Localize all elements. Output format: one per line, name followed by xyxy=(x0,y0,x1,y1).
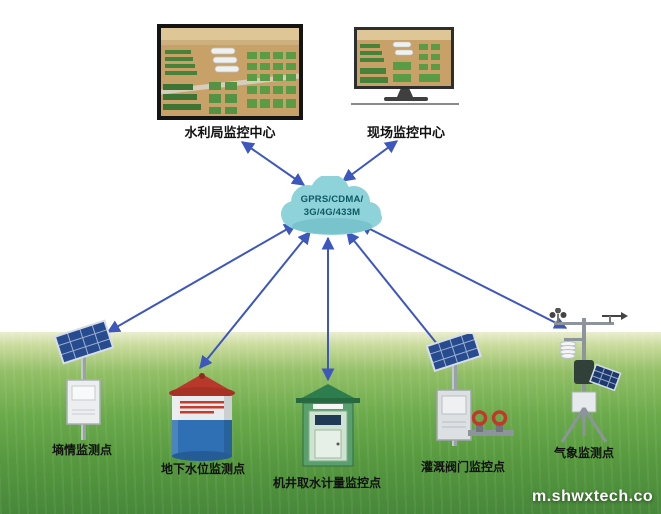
arrow-cloud-bureau xyxy=(240,141,306,186)
well-metering-kiosk xyxy=(296,384,360,467)
well-metering-label: 机井取水计量监控点 xyxy=(272,476,382,490)
site-monitor-stand xyxy=(397,89,413,97)
crop-rows-left xyxy=(165,50,197,75)
solar-panel xyxy=(53,319,115,365)
greenhouses xyxy=(392,41,414,56)
soil-moisture-label: 墒情监测点 xyxy=(51,443,113,457)
crop-rows-lower-left xyxy=(163,84,201,110)
bureau-monitor-scene xyxy=(160,28,300,116)
weather-station xyxy=(549,308,628,443)
site-monitor-base xyxy=(384,97,428,101)
site-monitor xyxy=(354,27,454,89)
arrow-cloud-weather xyxy=(358,223,568,329)
crop-plots-center xyxy=(209,82,237,114)
anemometer xyxy=(549,308,567,323)
sensor-cylinder xyxy=(574,360,594,384)
bureau-monitor xyxy=(157,24,303,120)
weather-station-label: 气象监测点 xyxy=(553,446,615,460)
irrigation-valve-station xyxy=(425,334,514,446)
groundwater-level-station xyxy=(169,373,235,461)
network-cloud-text: GPRS/CDMA/ 3G/4G/433M xyxy=(272,194,392,220)
cloud-shadow xyxy=(292,218,372,234)
arrow-cloud-site xyxy=(341,140,399,182)
crop-plots xyxy=(393,44,440,82)
cloud-line2: 3G/4G/433M xyxy=(303,206,361,218)
valve-handwheel xyxy=(471,410,488,426)
greenhouses xyxy=(210,47,240,73)
network-cloud xyxy=(281,176,382,235)
wind-vane xyxy=(602,312,628,323)
site-monitor-scene xyxy=(357,30,451,86)
tripod-legs xyxy=(560,407,608,443)
cabinet xyxy=(66,379,101,425)
cloud-line1: GPRS/CDMA/ xyxy=(300,194,364,205)
crop-grid-right xyxy=(247,52,296,108)
kiosk-roof xyxy=(298,384,358,400)
irrigation-valve-label: 灌溉阀门监控点 xyxy=(420,460,506,474)
barrel-lid xyxy=(169,373,235,399)
valves xyxy=(468,410,514,436)
radiation-shield xyxy=(559,341,577,359)
arrow-cloud-soil xyxy=(106,223,298,333)
crop-rows xyxy=(360,44,388,83)
arrow-cloud-groundwater xyxy=(199,230,311,370)
barrel-body xyxy=(172,396,232,461)
groundwater-level-label: 地下水位监测点 xyxy=(160,462,246,476)
crossarm xyxy=(554,322,614,325)
valve-handwheel xyxy=(491,410,508,426)
watermark: m.shwxtech.co xyxy=(532,488,654,505)
cabinet xyxy=(436,389,472,441)
desk-line xyxy=(351,103,459,105)
kiosk-sign xyxy=(313,404,343,409)
kiosk-screen xyxy=(315,415,341,425)
site-monitor-label: 现场监控中心 xyxy=(366,125,446,140)
soil-moisture-station xyxy=(53,319,115,440)
bureau-monitor-label: 水利局监控中心 xyxy=(184,125,276,140)
solar-panel xyxy=(589,363,622,392)
solar-panel xyxy=(425,334,482,373)
